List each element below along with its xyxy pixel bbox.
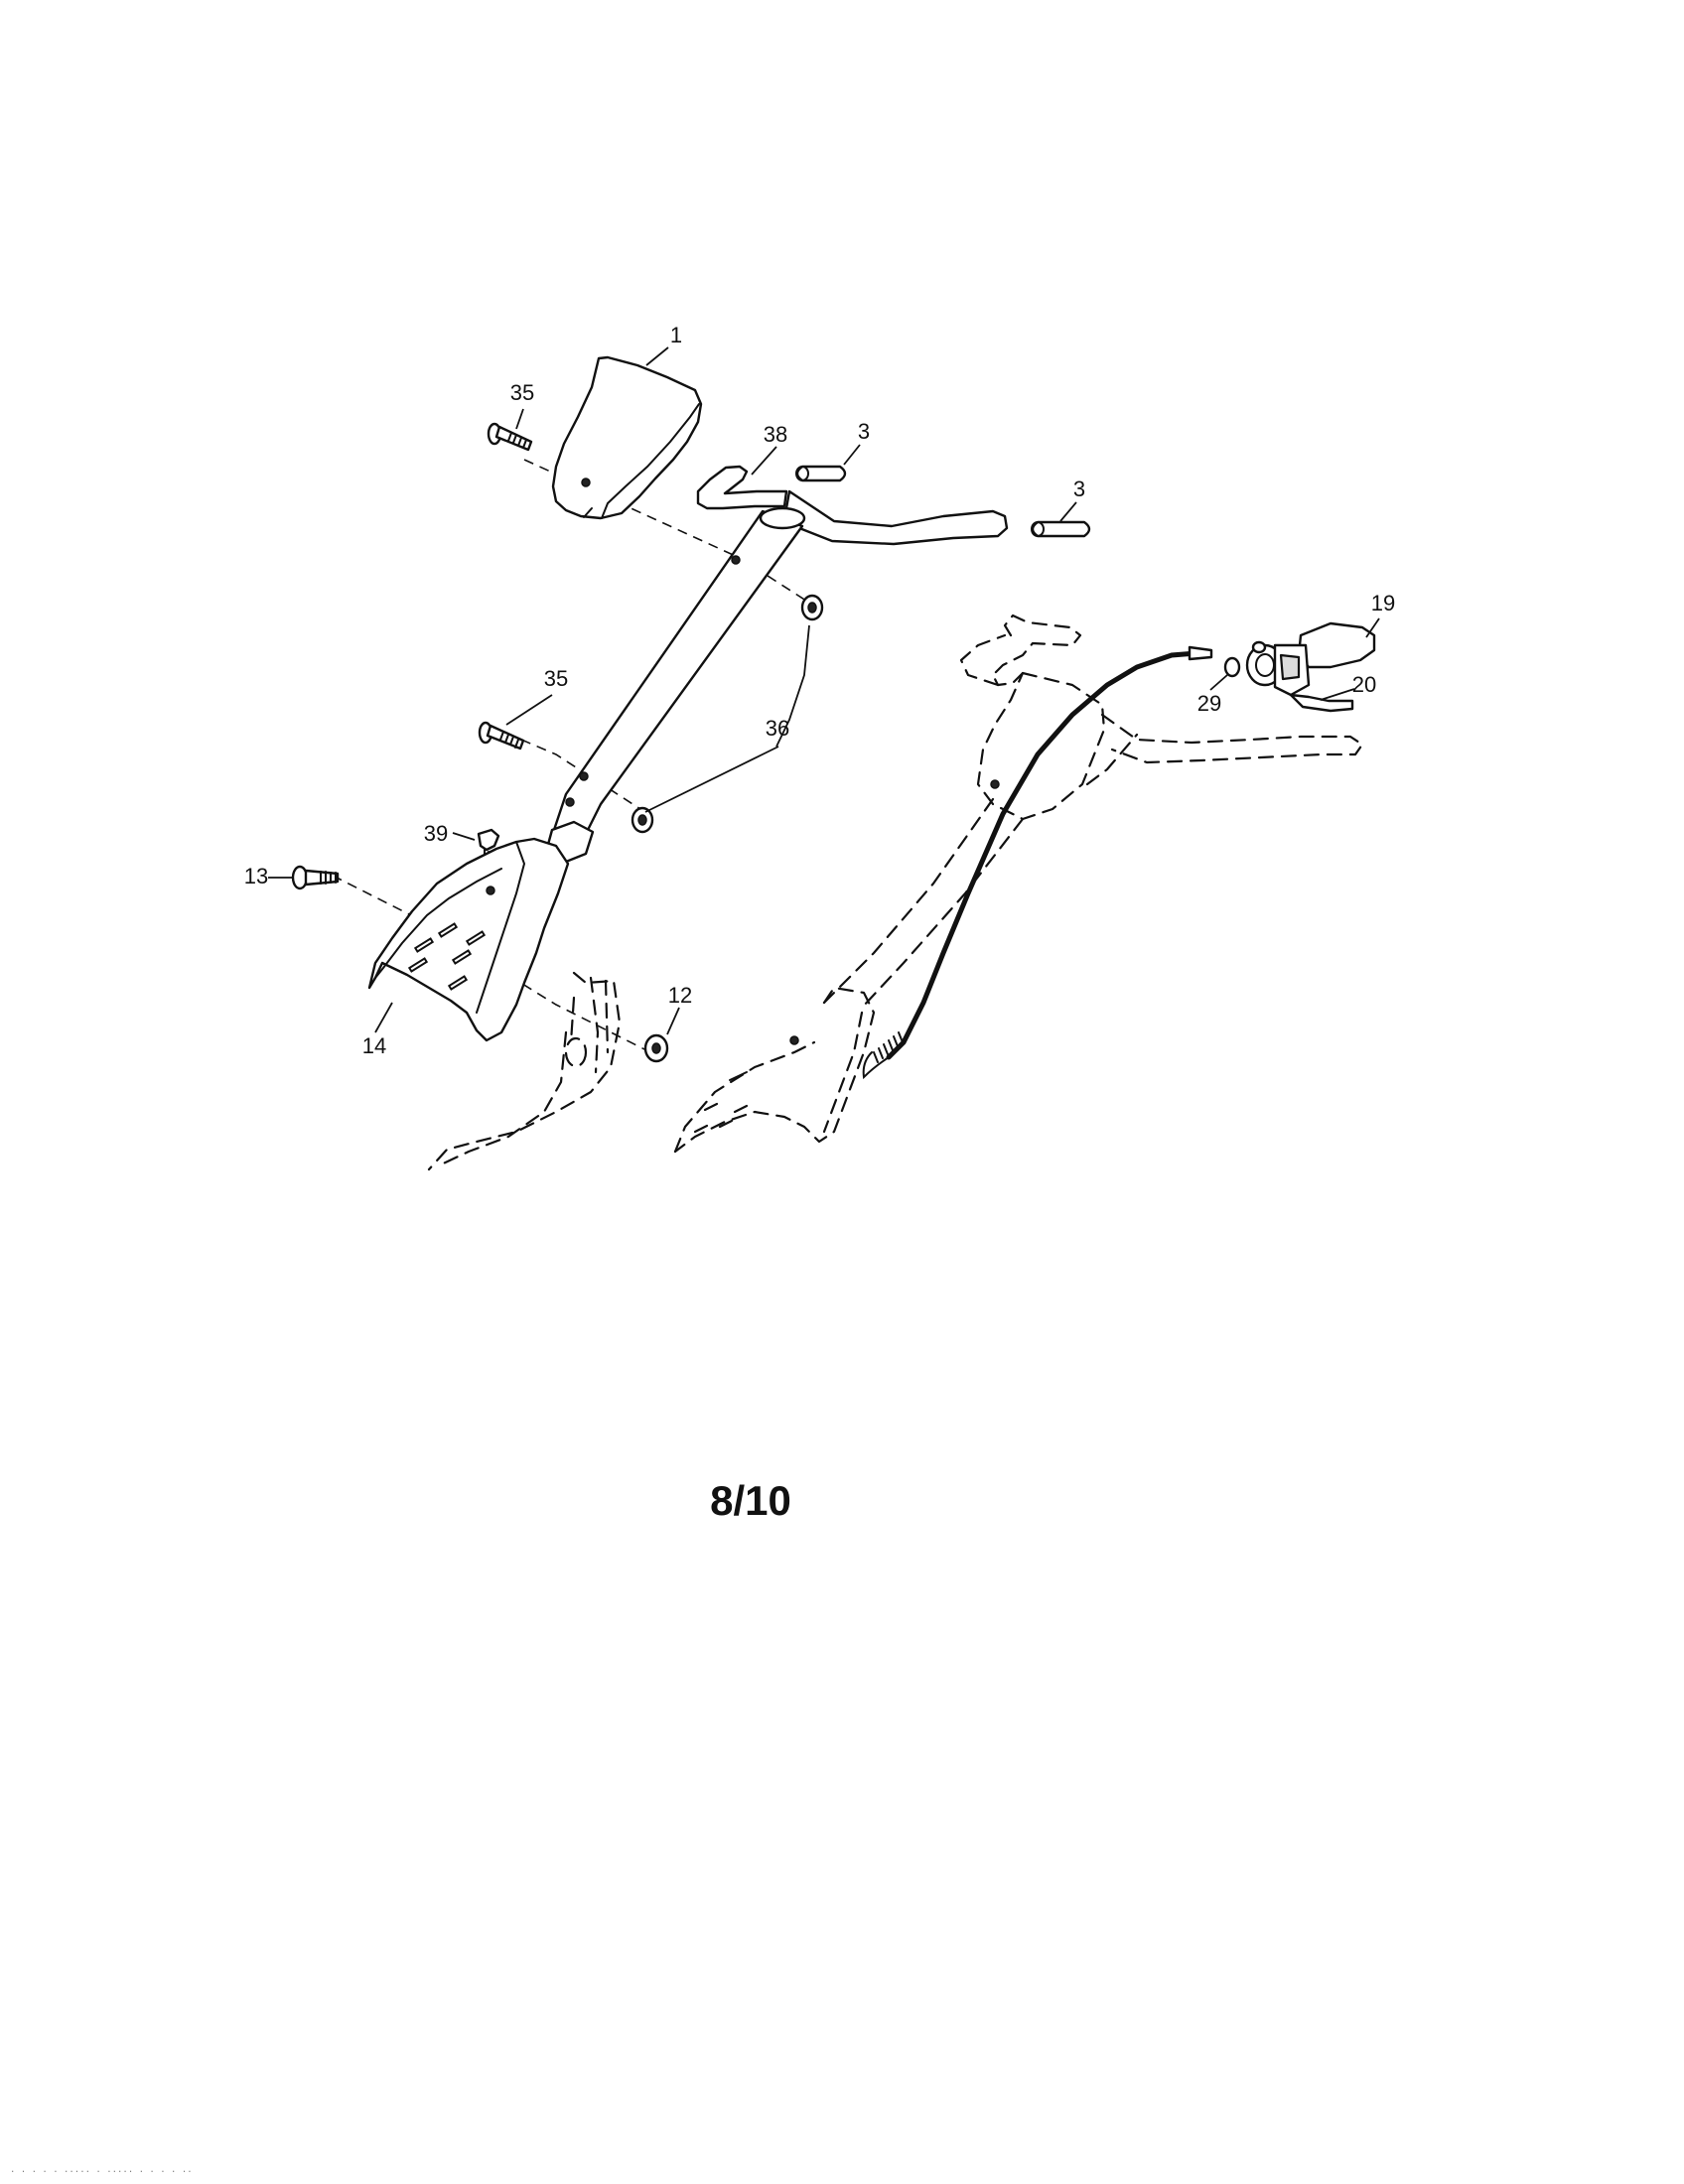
callout-29: 29: [1197, 691, 1221, 716]
control-cable: [862, 645, 1213, 1080]
callout-3-upper: 3: [858, 419, 870, 444]
nut-part-upper: [800, 594, 824, 621]
bolt-part-middle: [478, 721, 525, 751]
long-bolt-part: [291, 865, 340, 890]
callout-39: 39: [424, 821, 448, 846]
clip-part: [1223, 656, 1241, 678]
handle-cover-part: [551, 355, 703, 520]
nut-part-lower: [631, 806, 654, 834]
callout-3-right: 3: [1073, 477, 1085, 501]
nut-part-bottom: [643, 1033, 669, 1063]
callout-1: 1: [670, 323, 682, 347]
grip-part-right: [1031, 520, 1091, 538]
callout-14: 14: [362, 1033, 386, 1058]
control-lever-part: [1245, 621, 1376, 697]
callout-35-middle: 35: [544, 666, 568, 691]
callout-labels: 1 35 38 3 3 35 36 39 13 14 12 19 20 29: [244, 323, 1395, 1058]
frame-ghost-left: [427, 971, 622, 1171]
callout-36: 36: [766, 716, 789, 741]
callout-19: 19: [1371, 591, 1395, 615]
bolt-part-upper: [487, 422, 533, 452]
footer-text: · · · · · ····· · ····· · · · · ··: [10, 2167, 193, 2177]
page-label: 8/10: [710, 1477, 791, 1524]
lever-link-part: [1289, 693, 1354, 713]
handlebar-part: [544, 465, 1009, 868]
handle-ghost-right: [673, 614, 1364, 1154]
callout-12: 12: [668, 983, 692, 1008]
grip-part-upper: [795, 465, 847, 482]
leader-lines: [268, 346, 1380, 1035]
callout-38: 38: [764, 422, 787, 447]
callout-35-upper: 35: [510, 380, 534, 405]
callout-20: 20: [1352, 672, 1376, 697]
handle-bracket-part: [367, 837, 570, 1042]
callout-13: 13: [244, 864, 268, 888]
